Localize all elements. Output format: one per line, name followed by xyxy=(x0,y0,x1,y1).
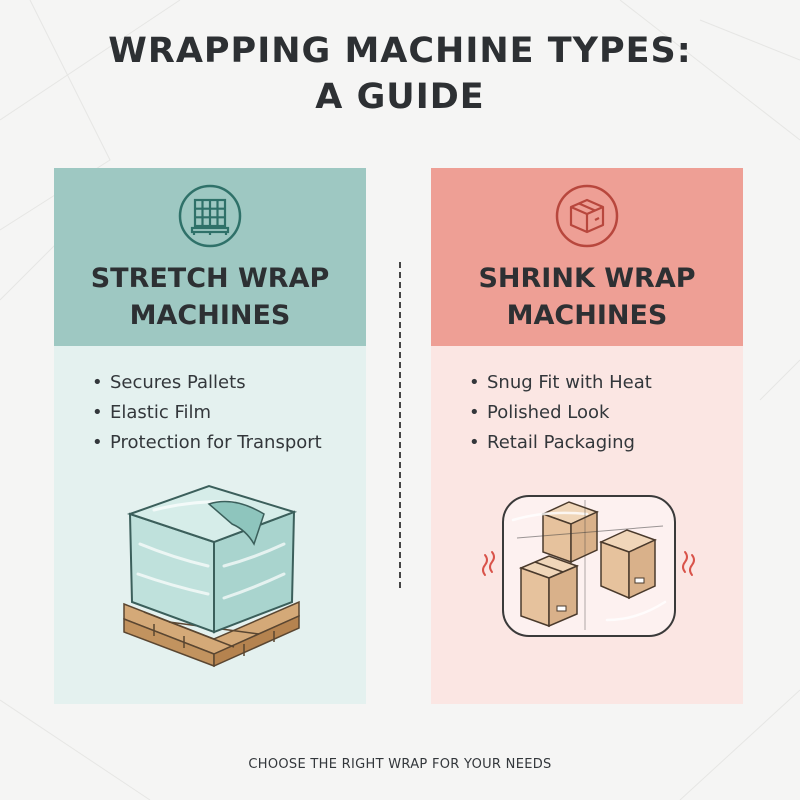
bullet-dot: • xyxy=(92,372,103,393)
feature-text: Polished Look xyxy=(487,402,610,423)
list-item: • Polished Look xyxy=(469,398,652,428)
box-icon xyxy=(555,184,619,248)
bullet-dot: • xyxy=(92,402,103,423)
footer-tagline: CHOOSE THE RIGHT WRAP FOR YOUR NEEDS xyxy=(248,757,552,772)
shrink-wrap-title: SHRINK WRAP MACHINES xyxy=(431,260,743,334)
shrink-wrap-card: SHRINK WRAP MACHINES • Snug Fit with Heat… xyxy=(431,168,743,704)
feature-text: Snug Fit with Heat xyxy=(487,372,652,393)
pallet-grid-icon xyxy=(178,184,242,248)
feature-text: Secures Pallets xyxy=(110,372,246,393)
stretch-wrap-title-line-2: MACHINES xyxy=(129,300,291,331)
feature-text: Retail Packaging xyxy=(487,432,635,453)
list-item: • Elastic Film xyxy=(92,398,322,428)
shrink-wrap-features: • Snug Fit with Heat • Polished Look • Reta… xyxy=(469,368,652,458)
shrink-wrapped-boxes-illustration xyxy=(482,495,695,637)
list-item: • Protection for Transport xyxy=(92,428,322,458)
stretch-wrapped-pallet-illustration xyxy=(123,484,300,668)
page-title-line-1: WRAPPING MACHINE TYPES: xyxy=(108,31,692,71)
stretch-wrap-card-header: STRETCH WRAP MACHINES xyxy=(54,168,366,346)
bullet-dot: • xyxy=(469,402,480,423)
page-title: WRAPPING MACHINE TYPES: A GUIDE xyxy=(0,28,800,120)
bullet-dot: • xyxy=(469,432,480,453)
bullet-dot: • xyxy=(92,432,103,453)
shrink-wrap-card-header: SHRINK WRAP MACHINES xyxy=(431,168,743,346)
stretch-wrap-title: STRETCH WRAP MACHINES xyxy=(54,260,366,334)
bullet-dot: • xyxy=(469,372,480,393)
list-item: • Secures Pallets xyxy=(92,368,322,398)
stretch-wrap-features: • Secures Pallets • Elastic Film • Protecti… xyxy=(92,368,322,458)
page-title-line-2: A GUIDE xyxy=(315,77,485,117)
feature-text: Protection for Transport xyxy=(110,432,322,453)
stretch-wrap-title-line-1: STRETCH WRAP xyxy=(90,263,330,294)
shrink-wrap-title-line-2: MACHINES xyxy=(506,300,668,331)
column-divider xyxy=(399,262,401,588)
list-item: • Snug Fit with Heat xyxy=(469,368,652,398)
feature-text: Elastic Film xyxy=(110,402,212,423)
list-item: • Retail Packaging xyxy=(469,428,652,458)
heat-waves-icon xyxy=(482,551,695,576)
stretch-wrap-card: STRETCH WRAP MACHINES • Secures Pallets •… xyxy=(54,168,366,704)
shrink-wrap-title-line-1: SHRINK WRAP xyxy=(478,263,696,294)
